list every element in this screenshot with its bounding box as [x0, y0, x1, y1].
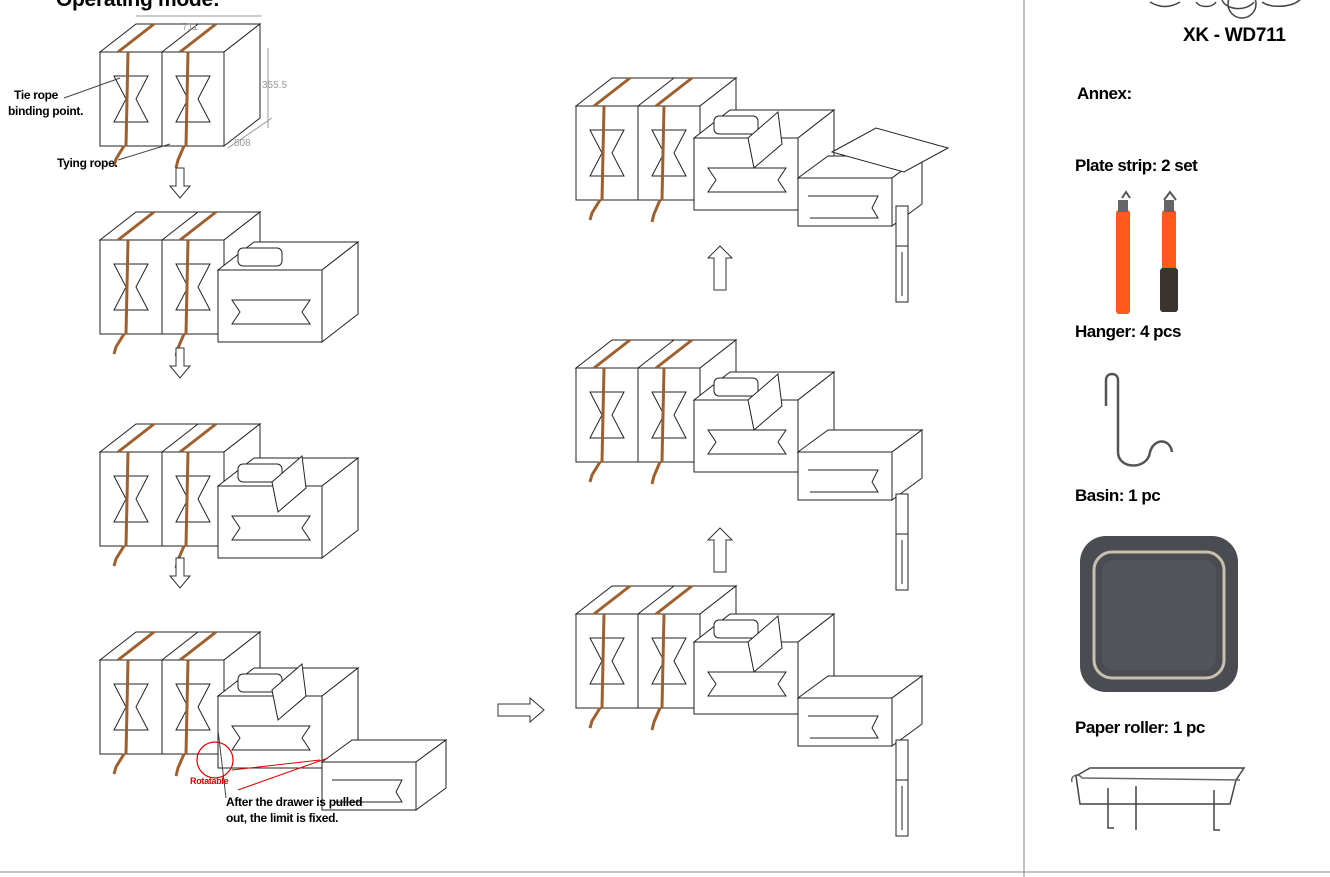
s-hook-icon [1104, 372, 1174, 467]
step-2-sink-opened [98, 210, 359, 358]
arrow-up-icon [706, 245, 734, 291]
arrow-right-icon [497, 696, 545, 724]
step-5-leg-deployed [574, 584, 923, 837]
annex-item-hanger: Hanger: 4 pcs [1075, 322, 1181, 341]
drawer-note-line-1: After the drawer is pulled [226, 795, 363, 809]
rotatable-callout: Rotatable [190, 776, 229, 786]
drawer-note-line-2: out, the limit is fixed. [226, 811, 339, 825]
step-4-drawer-pulled [98, 630, 447, 811]
step-7-table-top-attached [574, 76, 950, 303]
annex-item-basin: Basin: 1 pc [1075, 486, 1161, 505]
page-title: Operating mode: [56, 0, 220, 12]
basin-icon [1080, 536, 1238, 692]
brand-logo [1149, 0, 1301, 19]
annex-item-plate-strip: Plate strip: 2 set [1075, 156, 1198, 175]
dimension-width: 711 [182, 22, 198, 33]
step-6-leg-extended [574, 338, 923, 591]
drawer-limit-note: After the drawer is pulled out, the limi… [226, 794, 363, 826]
tie-point-line-2: binding point. [8, 104, 84, 118]
annex-item-paper-roller: Paper roller: 1 pc [1075, 718, 1205, 737]
step-1-closed-box: 711 355.5 508 [63, 15, 287, 170]
step-arrow-down-icon [169, 557, 191, 589]
step-arrow-down-icon [169, 167, 191, 199]
dimension-height: 355.5 [262, 80, 287, 91]
step-3-lid-raised [98, 422, 359, 570]
step-arrow-down-icon [169, 347, 191, 379]
tie-point-line-1: Tie rope [14, 88, 59, 102]
arrow-up-icon [706, 527, 734, 573]
annex-title: Annex: [1077, 84, 1132, 103]
tying-rope-callout: Tying rope. [57, 156, 118, 170]
paper-roller-icon [1070, 767, 1246, 831]
dimension-depth: 508 [234, 138, 251, 149]
tie-point-callout: Tie rope binding point. [8, 87, 83, 119]
model-number: XK - WD711 [1183, 25, 1286, 46]
ratchet-strap-icon [1116, 190, 1178, 314]
